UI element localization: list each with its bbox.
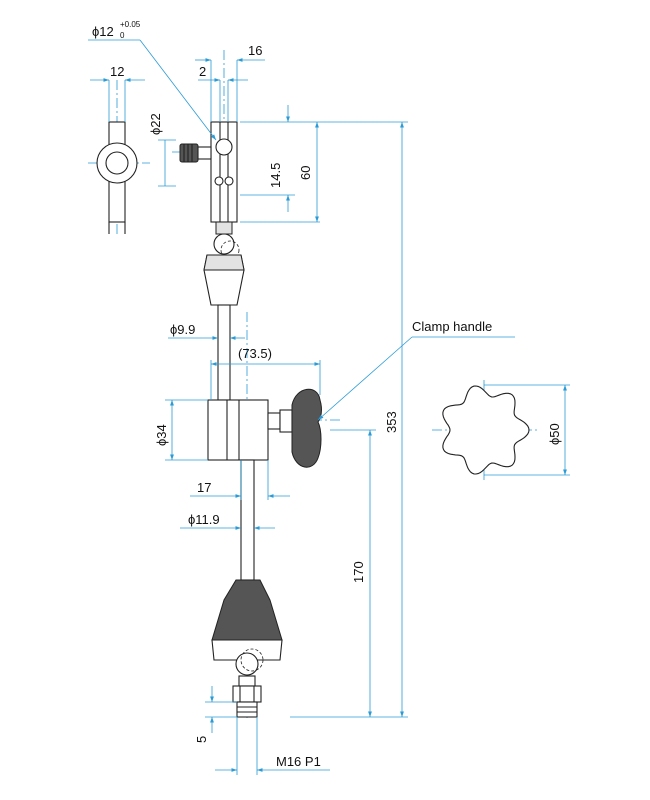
dimension-labels: ϕ12 +0.05 0 16 2 12 ϕ22 14.5 60 Clamp ha… — [92, 20, 562, 769]
label-h353: 353 — [384, 411, 399, 433]
label-dia12-tol-lower: 0 — [120, 31, 125, 40]
label-dia12: ϕ12 — [92, 24, 114, 39]
label-w2: 2 — [199, 64, 206, 79]
label-dia50: ϕ50 — [547, 423, 562, 445]
center-lines — [88, 50, 540, 720]
upper-rod — [217, 304, 231, 401]
label-w16: 16 — [248, 43, 262, 58]
label-clamp-handle: Clamp handle — [412, 319, 492, 334]
label-h170: 170 — [351, 561, 366, 583]
label-h14-5: 14.5 — [268, 163, 283, 188]
top-clamp — [179, 121, 245, 306]
mid-clamp — [207, 388, 322, 468]
handle-top-view — [442, 385, 530, 475]
label-w73-5: (73.5) — [238, 346, 272, 361]
dimensions — [88, 39, 570, 775]
label-dia12-tol-upper: +0.05 — [120, 20, 141, 29]
label-w17: 17 — [197, 480, 211, 495]
label-w12: 12 — [110, 64, 124, 79]
label-dia11-9: ϕ11.9 — [188, 512, 220, 527]
label-dia34: ϕ34 — [154, 424, 169, 446]
lower-socket — [211, 579, 283, 718]
label-dia9-9: ϕ9.9 — [170, 322, 195, 337]
side-view-clamp — [96, 121, 138, 234]
lower-rod — [240, 459, 255, 581]
label-h5: 5 — [194, 736, 209, 743]
label-thread: M16 P1 — [276, 754, 321, 769]
label-h60: 60 — [298, 166, 313, 180]
label-dia22: ϕ22 — [148, 113, 163, 135]
